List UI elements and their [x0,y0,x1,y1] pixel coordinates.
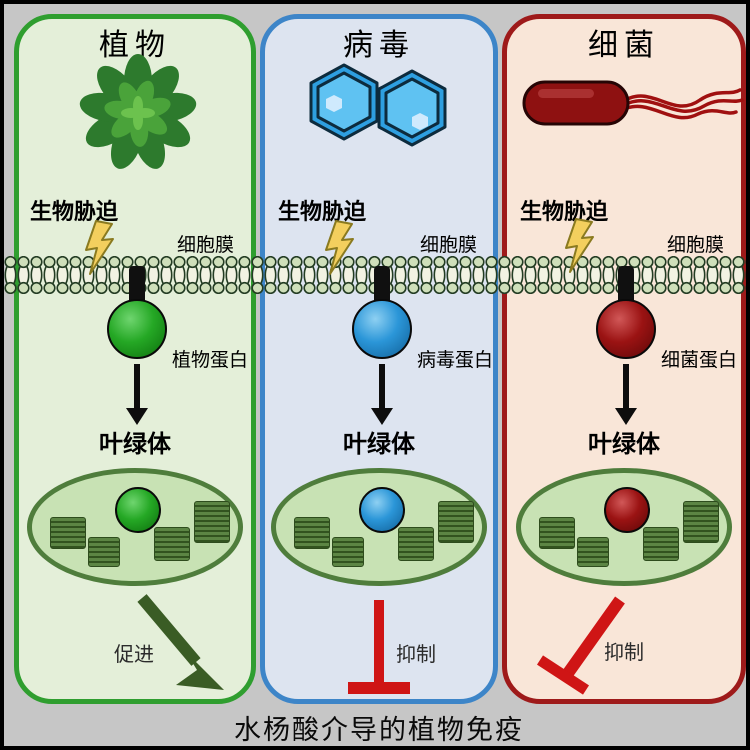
virus-stress-label: 生物胁迫 [278,199,367,224]
grana-stack [50,517,86,549]
plant-down-arrow [134,364,140,410]
plant-protein-in-chloroplast [115,487,161,533]
bacterium-rod-icon [522,80,744,126]
inhibit-bar-cap [348,682,410,694]
bacteria-membrane-label: 细胞膜 [667,235,725,256]
grana-stack [294,517,330,549]
plant-membrane-label: 细胞膜 [177,235,235,256]
grana-stack [154,527,190,561]
grana-stack [643,527,679,561]
grana-stack [683,501,719,543]
grana-stack [332,537,364,567]
grana-stack [539,517,575,549]
lightning-icon [325,220,354,275]
grana-stack [577,537,609,567]
virus-protein-label: 病毒蛋白 [417,350,494,371]
virus-protein-in-chloroplast [359,487,405,533]
bacteria-protein-label: 细菌蛋白 [661,350,738,371]
bacteria-protein-in-chloroplast [604,487,650,533]
bacteria-stress-label: 生物胁迫 [520,199,609,224]
bacteria-protein-ball [596,299,656,359]
grana-stack [194,501,230,543]
virus-receptor-stub [374,266,390,308]
bacteria-effect-label: 抑制 [604,642,644,664]
plant-stress-label: 生物胁迫 [30,199,119,224]
plant-protein-ball [107,299,167,359]
virus-down-arrowhead [371,408,393,425]
plant-effect-label: 促进 [114,644,154,666]
virus-down-arrow [379,364,385,410]
virus-chloroplast [271,468,487,586]
panel-bacteria [502,14,746,704]
plant-receptor-stub [129,266,145,308]
plant-chloroplast [27,468,243,586]
virus-membrane-label: 细胞膜 [420,235,478,256]
virus-title: 病毒 [343,29,415,62]
bacteria-chloroplast-label: 叶绿体 [588,432,660,458]
figure-caption: 水杨酸介导的植物免疫 [234,715,524,745]
inhibit-bar-diagonal [536,596,625,695]
plant-chloroplast-label: 叶绿体 [99,432,171,458]
bacteria-receptor-stub [618,266,634,308]
virus-protein-ball [352,299,412,359]
plant-protein-label: 植物蛋白 [172,350,249,371]
bacteria-chloroplast [516,468,732,586]
grana-stack [88,537,120,567]
plant-title: 植物 [99,29,171,62]
virus-effect-label: 抑制 [396,644,436,666]
bacteria-title: 细菌 [588,29,660,62]
virus-hexagons-icon [309,63,447,147]
bacteria-down-arrow [623,364,629,410]
panel-virus [260,14,498,704]
plant-rosette-icon [79,54,197,169]
inhibit-bar [374,600,384,684]
grana-stack [438,501,474,543]
lightning-icon [85,220,114,275]
lightning-icon [565,218,594,273]
bacteria-down-arrowhead [615,408,637,425]
promote-arrow [137,594,224,690]
virus-chloroplast-label: 叶绿体 [343,432,415,458]
grana-stack [398,527,434,561]
plant-down-arrowhead [126,408,148,425]
